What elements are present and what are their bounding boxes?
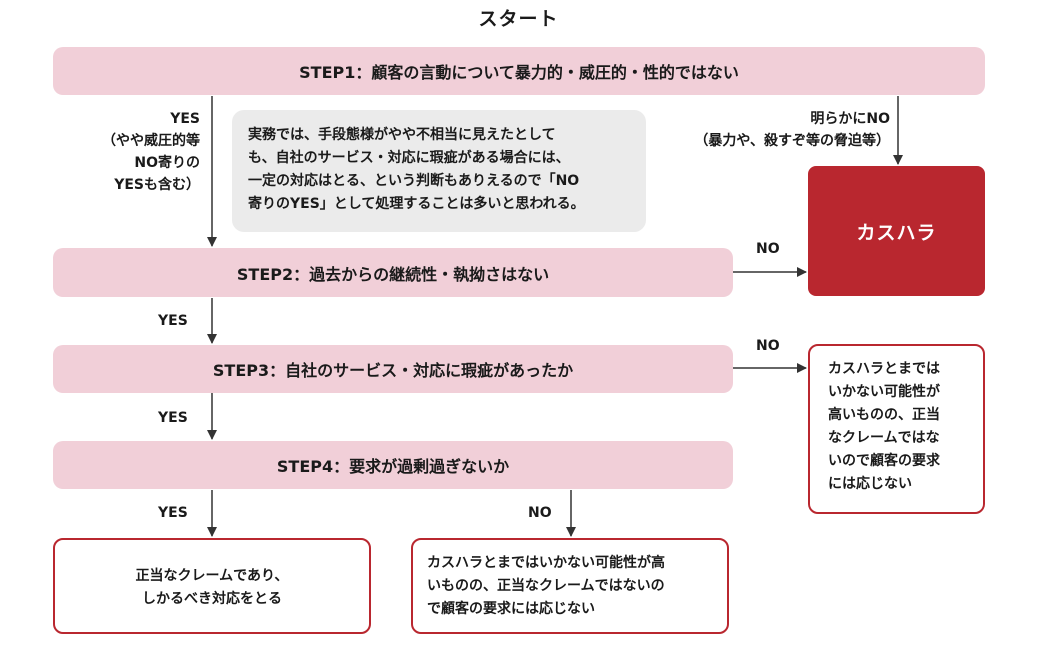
step4-yes-label: YES [158, 505, 188, 521]
step2-no-label: NO [756, 241, 780, 257]
step4-no-label: NO [528, 505, 552, 521]
step2-yes-label: YES [158, 313, 188, 329]
kasuhara-outcome: カスハラ [808, 166, 985, 296]
step3-no-result: カスハラとまでは いかない可能性が 高いものの、正当 なクレームではな いので顧… [808, 344, 985, 514]
step2-box: STEP2：過去からの継続性・執拗さはない [53, 248, 733, 297]
step1-no-label: 明らかにNO （暴力や、殺すぞ等の脅迫等） [694, 111, 890, 149]
step1-box: STEP1：顧客の言動について暴力的・威圧的・性的ではない [53, 47, 985, 95]
practice-note: 実務では、手段態様がやや不相当に見えたとして も、自社のサービス・対応に瑕疵があ… [232, 110, 646, 232]
step4-box: STEP4：要求が過剰過ぎないか [53, 441, 733, 489]
step3-yes-label: YES [158, 410, 188, 426]
step1-yes-label: YES （やや威圧的等 NO寄りの YESも含む） [102, 111, 200, 193]
step4-no-result: カスハラとまではいかない可能性が高 いものの、正当なクレームではないの で顧客の… [411, 538, 729, 634]
step3-no-label: NO [756, 338, 780, 354]
step4-yes-result: 正当なクレームであり、 しかるべき対応をとる [53, 538, 371, 634]
step3-box: STEP3：自社のサービス・対応に瑕疵があったか [53, 345, 733, 393]
start-title: スタート [478, 8, 559, 30]
